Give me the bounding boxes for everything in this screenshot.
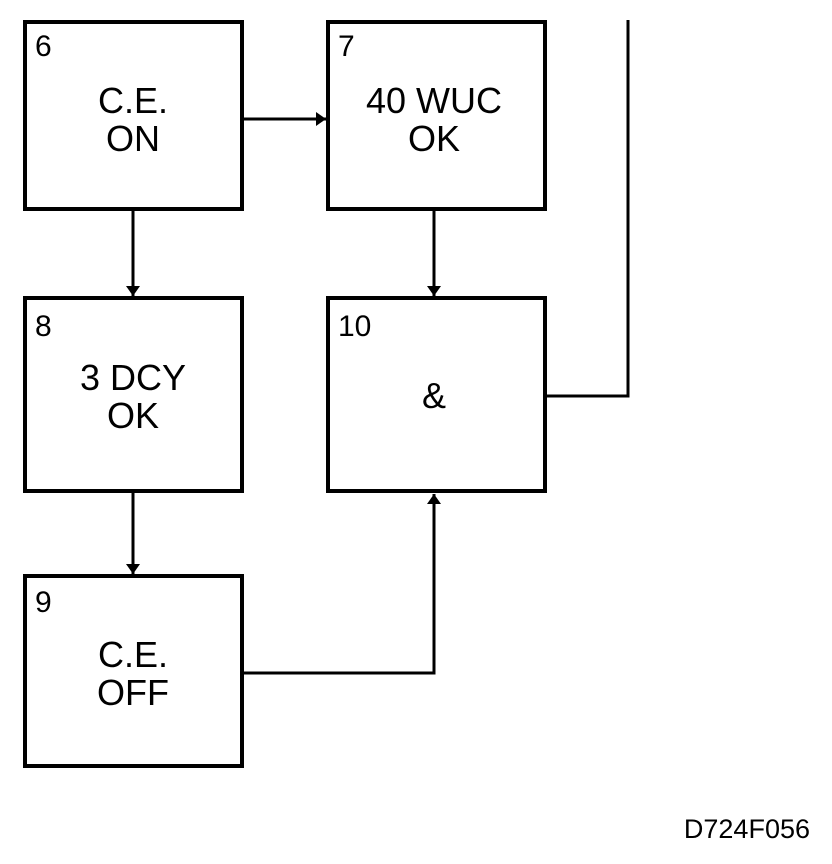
box-8-line-1: 3 DCY	[80, 357, 186, 398]
box-9-line-2: OFF	[97, 672, 169, 713]
box-9-number: 9	[35, 586, 52, 619]
box-7-line-1: 40 WUC	[366, 80, 502, 121]
box-7: 7 40 WUC OK	[326, 20, 547, 211]
box-6-line-1: C.E.	[98, 80, 168, 121]
arrow-9-to-10	[244, 494, 441, 675]
box-10-line-1: &	[422, 375, 446, 416]
box-8-line-2: OK	[107, 395, 159, 436]
box-10: 10 &	[326, 296, 547, 493]
figure-id: D724F056	[684, 814, 810, 844]
box-7-line-2: OK	[408, 118, 460, 159]
box-10-number: 10	[338, 310, 371, 343]
box-6: 6 C.E. ON	[23, 20, 244, 211]
box-8: 8 3 DCY OK	[23, 296, 244, 493]
line-10-to-off-page	[547, 20, 630, 398]
box-6-line-2: ON	[106, 118, 160, 159]
box-9: 9 C.E. OFF	[23, 574, 244, 768]
box-7-number: 7	[338, 30, 355, 63]
box-8-number: 8	[35, 310, 52, 343]
box-6-number: 6	[35, 30, 52, 63]
box-9-line-1: C.E.	[98, 634, 168, 675]
